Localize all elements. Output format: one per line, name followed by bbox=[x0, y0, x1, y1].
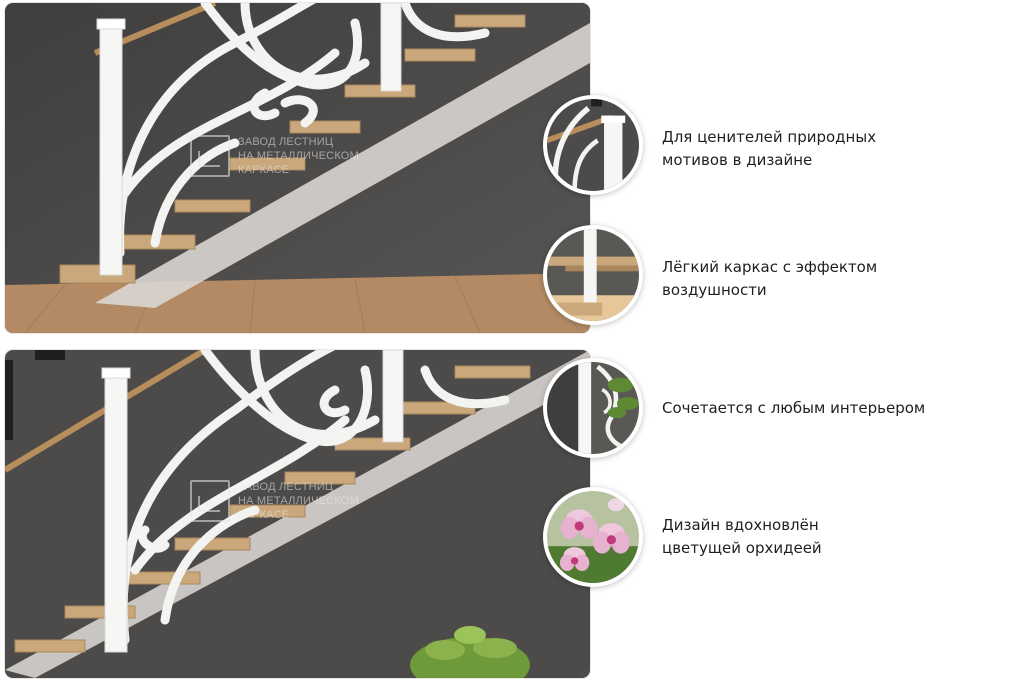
watermark-line-1: ЗАВОД ЛЕСТНИЦ bbox=[238, 136, 334, 148]
watermark-line-1: ЗАВОД ЛЕСТНИЦ bbox=[238, 481, 334, 493]
staircase-photo-bottom: ЗАВОД ЛЕСТНИЦ НА МЕТАЛЛИЧЕСКОМ КАРКАСЕ bbox=[5, 350, 590, 678]
watermark-line-2: НА МЕТАЛЛИЧЕСКОМ bbox=[238, 150, 359, 162]
step-closeup-icon bbox=[543, 225, 643, 325]
feature-2-line-2: воздушности bbox=[662, 281, 767, 299]
feature-1-line-1: Для ценителей природных bbox=[662, 128, 877, 146]
brand-watermark-2: ЗАВОД ЛЕСТНИЦ НА МЕТАЛЛИЧЕСКОМ КАРКАСЕ bbox=[190, 480, 359, 522]
feature-text-any-interior: Сочетается с любым интерьером bbox=[662, 397, 1002, 420]
feature-2-line-1: Лёгкий каркас с эффектом bbox=[662, 258, 878, 276]
feature-text-natural-motifs: Для ценителей природных мотивов в дизайн… bbox=[662, 126, 1002, 172]
brand-watermark: ЗАВОД ЛЕСТНИЦ НА МЕТАЛЛИЧЕСКОМ КАРКАСЕ bbox=[190, 135, 359, 177]
orchid-flower-icon bbox=[543, 487, 643, 587]
feature-4-line-1: Дизайн вдохновлён bbox=[662, 516, 819, 534]
railing-post-closeup-icon bbox=[543, 95, 643, 195]
brand-logo-icon-2 bbox=[190, 480, 230, 522]
feature-text-orchid-inspired: Дизайн вдохновлён цветущей орхидеей bbox=[662, 514, 1002, 560]
feature-4-line-2: цветущей орхидеей bbox=[662, 539, 822, 557]
feature-3-line-1: Сочетается с любым интерьером bbox=[662, 399, 926, 417]
staircase-illustration-bottom bbox=[5, 350, 590, 678]
watermark-line-2: НА МЕТАЛЛИЧЕСКОМ bbox=[238, 495, 359, 507]
staircase-illustration-top bbox=[5, 3, 590, 333]
watermark-text-2: ЗАВОД ЛЕСТНИЦ НА МЕТАЛЛИЧЕСКОМ КАРКАСЕ bbox=[238, 480, 359, 522]
feature-text-light-frame: Лёгкий каркас с эффектом воздушности bbox=[662, 256, 1002, 302]
watermark-text: ЗАВОД ЛЕСТНИЦ НА МЕТАЛЛИЧЕСКОМ КАРКАСЕ bbox=[238, 135, 359, 177]
railing-plant-closeup-icon bbox=[543, 358, 643, 458]
watermark-line-3: КАРКАСЕ bbox=[238, 164, 290, 176]
feature-1-line-2: мотивов в дизайне bbox=[662, 151, 813, 169]
watermark-line-3: КАРКАСЕ bbox=[238, 509, 290, 521]
brand-logo-icon bbox=[190, 135, 230, 177]
staircase-photo-top: ЗАВОД ЛЕСТНИЦ НА МЕТАЛЛИЧЕСКОМ КАРКАСЕ bbox=[5, 3, 590, 333]
